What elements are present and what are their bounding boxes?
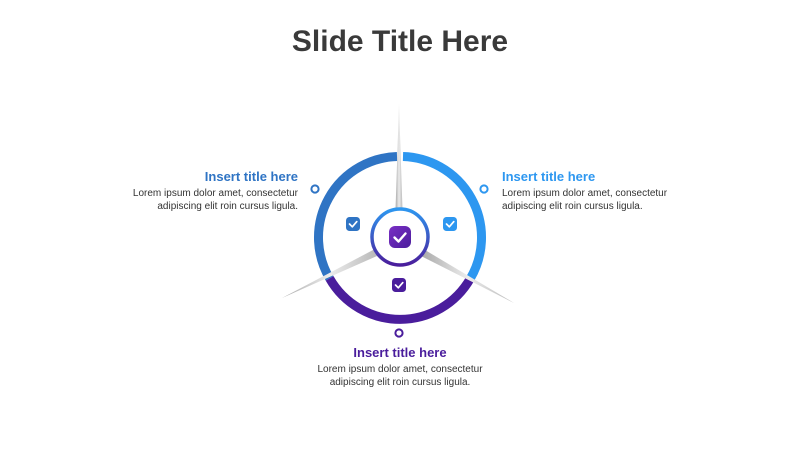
right-title: Insert title here bbox=[502, 169, 596, 184]
right-body-line-1: Lorem ipsum dolor amet, consectetur bbox=[502, 188, 668, 199]
text-block-bottom: Insert title here Lorem ipsum dolor amet… bbox=[300, 345, 500, 389]
text-block-right: Insert title here Lorem ipsum dolor amet… bbox=[502, 169, 692, 213]
right-body-line-2: adipiscing elit roin cursus ligula. bbox=[502, 201, 643, 212]
bottom-body-line-1: Lorem ipsum dolor amet, consectetur bbox=[317, 364, 483, 375]
spoke-left bbox=[282, 250, 377, 298]
bottom-body-line-2: adipiscing elit roin cursus ligula. bbox=[329, 377, 471, 388]
left-body-line-1: Lorem ipsum dolor amet, consectetur bbox=[132, 188, 298, 199]
ring-segment-left bbox=[314, 152, 398, 281]
spoke-top bbox=[395, 104, 403, 210]
slide-title: Slide Title Here bbox=[291, 25, 509, 58]
bottom-title: Insert title here bbox=[353, 345, 447, 360]
bottom-check-icon bbox=[392, 278, 406, 292]
center-check-icon bbox=[389, 226, 411, 248]
ring-segment-right bbox=[402, 152, 486, 281]
right-marker-dot bbox=[479, 184, 489, 194]
right-check-icon bbox=[443, 217, 457, 231]
text-block-left: Insert title here Lorem ipsum dolor amet… bbox=[108, 169, 298, 213]
spoke-right bbox=[421, 250, 514, 303]
bottom-marker-dot bbox=[394, 328, 404, 338]
left-check-icon bbox=[346, 217, 360, 231]
left-title: Insert title here bbox=[204, 169, 298, 184]
ring-segment-bottom bbox=[325, 276, 475, 324]
left-marker-dot bbox=[310, 184, 320, 194]
left-body-line-2: adipiscing elit roin cursus ligula. bbox=[157, 201, 298, 212]
